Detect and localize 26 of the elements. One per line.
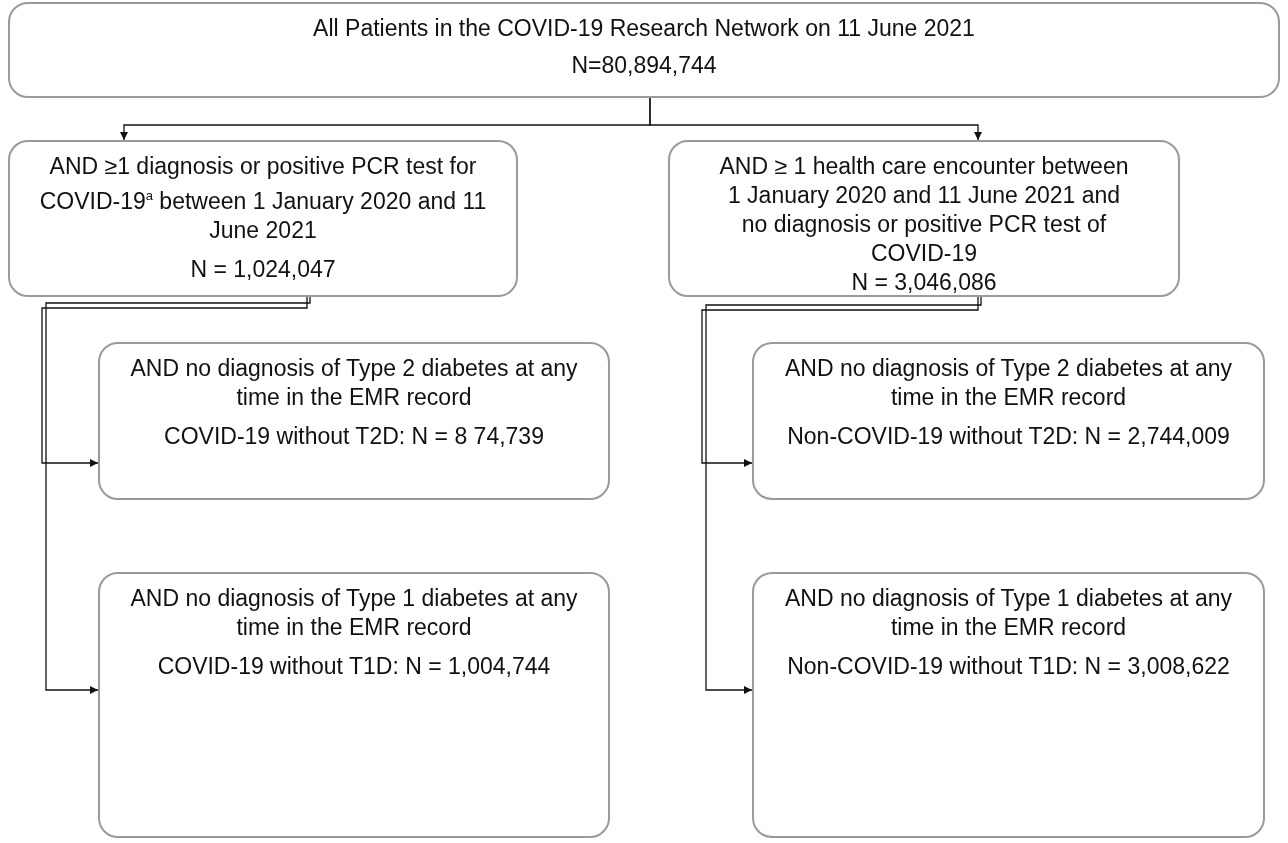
count-text: N=80,894,744: [571, 51, 717, 80]
process-box: [98, 572, 610, 838]
process-box: [752, 572, 1265, 838]
arrow: [701, 296, 979, 467]
arrow: [45, 296, 311, 694]
arrow: [41, 296, 308, 467]
count-text: N = 3,046,086: [851, 268, 997, 297]
criteria-text: AND no diagnosis of Type 2 diabetes at any time in the EMR record: [129, 354, 579, 412]
criteria-text: AND ≥1 diagnosis or positive PCR test for COVID-19$^{a}$ between 1 January 2020 and 11 June 2021: [38, 152, 488, 245]
count-text: Non-COVID-19 without T1D: N = 3,008,622: [787, 652, 1230, 681]
count-text: COVID-19 without T1D: N = 1,004,744: [157, 652, 551, 681]
criteria-text: AND no diagnosis of Type 1 diabetes at any time in the EMR record: [783, 584, 1234, 642]
count-text: COVID-19 without T2D: N = 8 74,739: [164, 422, 544, 451]
process-box: [752, 342, 1265, 500]
criteria-text: All Patients in the COVID-19 Research Network on 11 June 2021: [313, 14, 975, 43]
process-box: [8, 140, 518, 297]
criteria-text: AND no diagnosis of Type 2 diabetes at any time in the EMR record: [783, 354, 1234, 412]
process-box: [8, 2, 1280, 98]
arrow: [705, 296, 982, 694]
count-text: N = 1,024,047: [190, 254, 336, 284]
process-box: [98, 342, 610, 500]
criteria-text: AND ≥ 1 health care encounter between 1 January 2020 and 11 June 2021 and no diagnosis or positive PCR test of COVID-19: [718, 152, 1130, 268]
arrow: [649, 97, 982, 141]
criteria-text: AND no diagnosis of Type 1 diabetes at any time in the EMR record: [129, 584, 579, 642]
process-box: [668, 140, 1180, 297]
count-text: Non-COVID-19 without T2D: N = 2,744,009: [787, 422, 1230, 451]
